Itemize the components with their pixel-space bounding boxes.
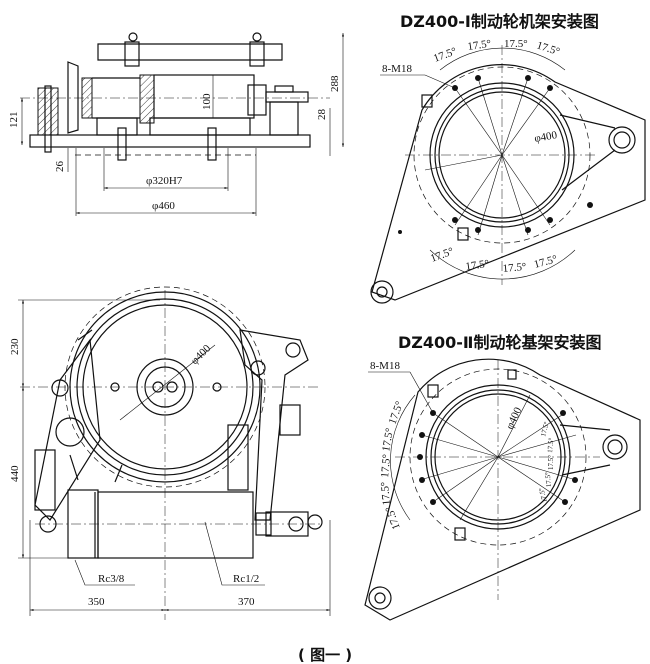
angle-top-2: 17.5° (467, 38, 492, 53)
dim-230: 230 (9, 338, 21, 355)
frame-1-view: 8-M18 φ400 17.5° 17.5° 17.5° 17.5° 17.5°… (370, 38, 646, 304)
angle-left-2: 17.5° (380, 427, 396, 452)
angle-right-2: 17.5° (546, 437, 555, 453)
port-label-left: Rc3/8 (98, 573, 125, 585)
angle-top-3: 17.5° (504, 38, 528, 50)
diameter-label-2: φ400 (504, 405, 525, 431)
title-frame-1: DZ400-Ⅰ制动轮机架安装图 (400, 12, 599, 31)
dim-outer: φ460 (152, 200, 175, 212)
figure-caption: ( 图一 ) (298, 646, 352, 664)
diameter-label-1: φ400 (533, 129, 558, 145)
angle-bottom-2: 17.5° (465, 258, 490, 273)
dim-121: 121 (8, 112, 20, 129)
front-view: φ400 230 440 350 370 Rc3/8 Rc1/2 (9, 286, 331, 620)
angle-bottom-1: 17.5° (429, 245, 455, 264)
angle-top-4: 17.5° (535, 39, 561, 58)
angle-top-1: 17.5° (432, 45, 458, 64)
dim-350: 350 (88, 596, 105, 608)
angle-right-4: 17.5° (544, 472, 553, 488)
dim-26: 26 (54, 161, 66, 173)
angle-right-5: 17.5° (537, 487, 549, 504)
title-frame-2: DZ400-Ⅱ制动轮基架安装图 (398, 333, 601, 352)
dim-288: 288 (329, 75, 341, 92)
angle-left-5: 17.5° (383, 505, 402, 531)
bolt-label-1: 8-M18 (382, 63, 412, 75)
dim-28: 28 (316, 109, 328, 121)
dim-bore: φ320H7 (146, 175, 183, 187)
diameter-label-front: φ400 (189, 342, 214, 367)
angle-right-3: 17.5° (547, 455, 555, 470)
frame-2-view: 8-M18 φ400 17.5° 17.5° 17.5° 17.5° 17.5°… (364, 358, 641, 621)
angle-bottom-3: 17.5° (502, 261, 527, 275)
dim-440: 440 (9, 465, 21, 482)
angle-right-1: 17.5° (539, 421, 551, 438)
bolt-label-2: 8-M18 (370, 360, 400, 372)
angle-bottom-4: 17.5° (533, 253, 559, 271)
angle-left-3: 17.5° (379, 454, 393, 479)
angle-left-1: 17.5° (387, 400, 406, 426)
port-label-right: Rc1/2 (233, 573, 259, 585)
dim-100: 100 (201, 93, 213, 110)
angle-left-4: 17.5° (379, 481, 393, 506)
side-view: 288 121 26 100 28 φ320H7 φ460 (8, 32, 345, 216)
dim-370: 370 (238, 596, 255, 608)
